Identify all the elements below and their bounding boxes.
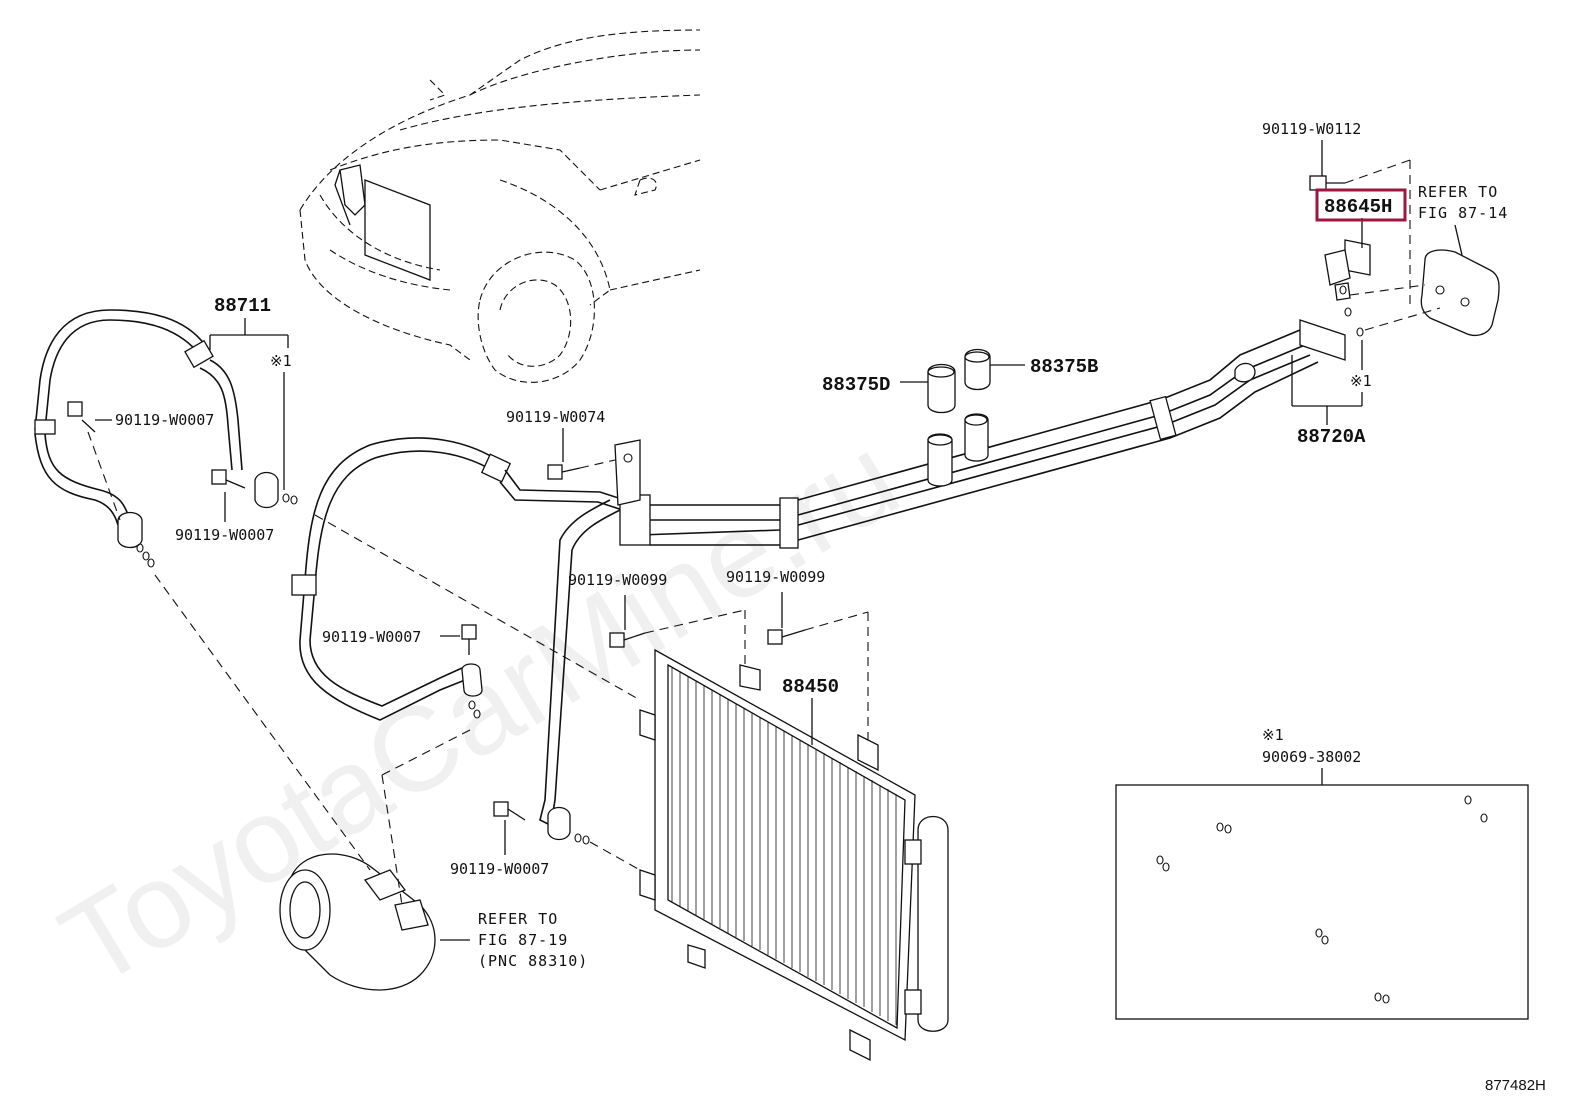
label-note-1: ※1 — [270, 352, 292, 370]
service-valves — [927, 413, 989, 487]
refer-top-line1: REFER TO — [1418, 183, 1498, 201]
refer-bottom-line2: FIG 87-19 — [478, 931, 568, 949]
bolt-icon — [461, 624, 477, 655]
refer-top-line2: FIG 87-14 — [1418, 204, 1508, 222]
label-90119-w0007-b[interactable]: 90119-W0007 — [175, 526, 274, 544]
hose-88711 — [34, 309, 279, 549]
guide-lines — [87, 159, 1441, 906]
bolts — [67, 175, 1345, 821]
highlight-box — [1315, 188, 1407, 222]
cap-88375D — [927, 363, 956, 414]
bolt-icon — [1309, 175, 1345, 191]
vehicle-illustration — [299, 29, 701, 383]
bolt-icon — [67, 401, 96, 433]
label-90119-w0007-a[interactable]: 90119-W0007 — [115, 411, 214, 429]
cap-88375B — [964, 348, 991, 391]
label-90069-38002[interactable]: 90069-38002 — [1262, 748, 1361, 766]
o-rings — [136, 285, 1364, 845]
label-88711[interactable]: 88711 — [214, 295, 271, 317]
label-90119-w0099-a[interactable]: 90119-W0099 — [568, 571, 667, 589]
bolt-icon — [767, 629, 806, 645]
o-ring-kit-box — [1115, 784, 1529, 1020]
refer-bottom-line3: (PNC 88310) — [478, 952, 588, 970]
leader-lines — [95, 140, 1463, 941]
label-88645H[interactable]: 88645H — [1324, 196, 1392, 218]
pressure-switch-88645H — [1324, 239, 1371, 301]
compressor — [279, 853, 436, 991]
label-88720A[interactable]: 88720A — [1297, 426, 1366, 448]
label-90119-w0007-d[interactable]: 90119-W0007 — [450, 860, 549, 878]
label-88375B[interactable]: 88375B — [1030, 356, 1098, 378]
hose-suction — [291, 437, 641, 721]
condenser-88450 — [639, 648, 949, 1062]
label-88450[interactable]: 88450 — [782, 676, 839, 698]
refer-bottom-line1: REFER TO — [478, 910, 558, 928]
box-note-1: ※1 — [1262, 726, 1284, 744]
label-90119-w0112[interactable]: 90119-W0112 — [1262, 120, 1361, 138]
label-88375D[interactable]: 88375D — [822, 374, 890, 396]
cover-plate — [1420, 249, 1500, 336]
bolt-icon — [547, 464, 581, 480]
bolt-icon — [493, 801, 526, 821]
bolt-icon — [609, 632, 646, 648]
bolt-icon — [211, 469, 246, 489]
label-90119-w0007-c[interactable]: 90119-W0007 — [322, 628, 421, 646]
label-90119-w0074[interactable]: 90119-W0074 — [506, 408, 605, 426]
label-note-1-right: ※1 — [1350, 372, 1372, 390]
figure-id: 877482H — [1485, 1077, 1546, 1094]
label-90119-w0099-b[interactable]: 90119-W0099 — [726, 568, 825, 586]
liquid-pipe-88720A — [539, 319, 1346, 841]
